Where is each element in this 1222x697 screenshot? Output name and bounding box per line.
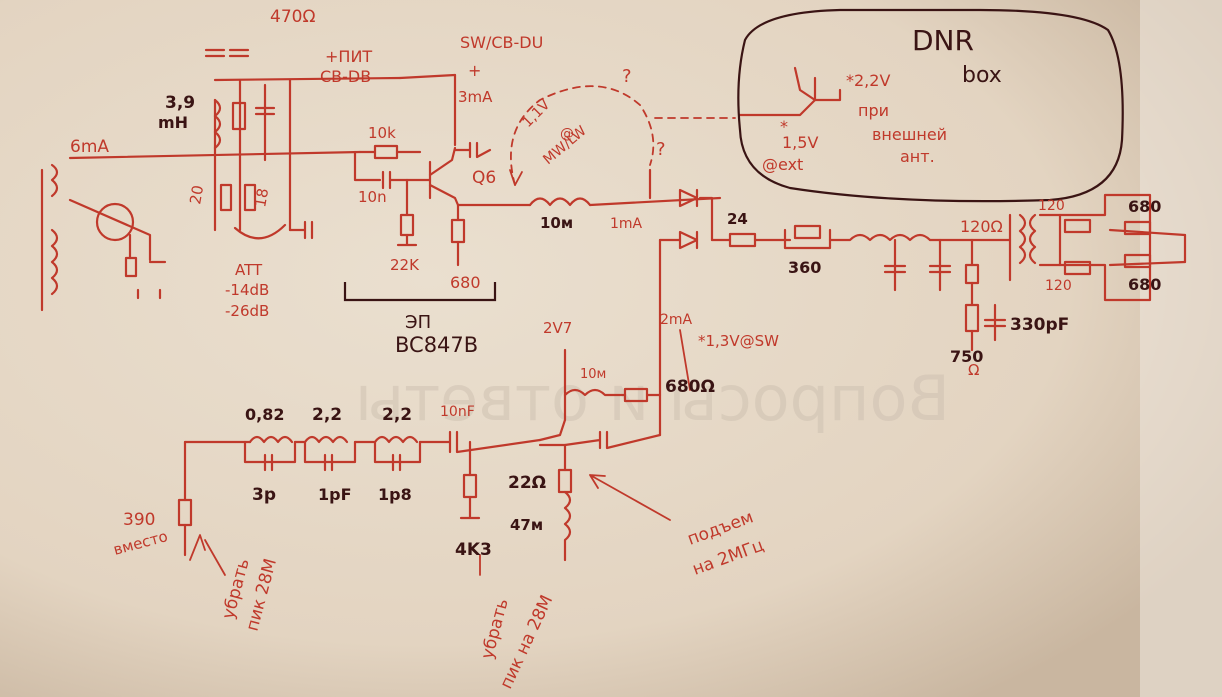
dnr-box-outline: [737, 8, 1124, 203]
label-r-360: 360: [788, 258, 821, 277]
label-pri: при: [858, 101, 889, 120]
label-r-18: 18: [251, 187, 272, 209]
label-ant: ант.: [900, 147, 935, 166]
ep-bracket: [343, 282, 497, 302]
label-r-750: 750: [950, 347, 983, 366]
label-l-22b: 2,2: [382, 405, 412, 425]
label-v-2v7: 2V7: [543, 319, 572, 337]
label-r-22k: 22K: [390, 256, 420, 274]
label-r-680ohm: 680Ω: [665, 377, 715, 397]
label-v-1-3: *1,3V@SW: [698, 332, 779, 350]
annotation-marks: [189, 85, 736, 576]
label-q6: Q6: [472, 168, 496, 188]
board-frame-edge: [1140, 0, 1222, 697]
label-l-mh: mH: [158, 113, 188, 132]
label-question-2: ?: [656, 139, 666, 160]
label-r-680c: 680: [1128, 275, 1161, 294]
label-l-10m2: 10м: [580, 367, 606, 382]
label-vneshnei: внешней: [872, 125, 947, 144]
dark-labels: 3,9 mH ЭП BC847B 10м 24 360 680 680 330p…: [158, 24, 1161, 560]
label-ep: ЭП: [405, 312, 431, 333]
label-dnr: DNR: [912, 24, 974, 57]
label-supply-cbdb: CB-DB: [320, 67, 371, 86]
label-c-10n: 10n: [358, 188, 387, 206]
label-l-082: 0,82: [245, 405, 284, 424]
label-l-3-9: 3,9: [165, 93, 195, 113]
label-c-3p: 3p: [252, 485, 276, 505]
label-box: box: [962, 63, 1002, 88]
label-ext: @ext: [762, 155, 803, 174]
label-r-120a: 120: [1038, 198, 1065, 214]
label-c-10nf: 10nF: [440, 404, 475, 420]
label-at: @: [560, 126, 574, 142]
label-v-1-5: 1,5V: [782, 133, 818, 152]
label-i-2ma: 2mA: [660, 312, 693, 328]
label-omega: Ω: [968, 361, 979, 379]
label-i-3ma: 3mA: [458, 88, 493, 106]
label-l-10m: 10м: [540, 214, 573, 232]
label-c-1p8: 1p8: [378, 485, 412, 504]
label-i-6ma: 6mA: [70, 137, 109, 157]
label-r-680a: 680: [450, 273, 481, 292]
label-swcbdu: SW/CB-DU: [460, 33, 543, 52]
label-r-22ohm: 22Ω: [508, 473, 546, 493]
label-r-24: 24: [727, 210, 748, 228]
label-r-680b: 680: [1128, 197, 1161, 216]
label-c-330: 330pF: [1010, 315, 1069, 335]
label-star: *: [780, 117, 788, 136]
label-r-390: 390: [123, 510, 155, 530]
label-supply-plus: +ПИТ: [325, 47, 372, 66]
label-i-1ma: 1mA: [610, 216, 643, 232]
label-l-22a: 2,2: [312, 405, 342, 425]
label-r-120: 120Ω: [960, 217, 1003, 236]
label-r-20: 20: [186, 184, 207, 206]
label-v-2-2: *2,2V: [846, 71, 890, 90]
label-att: ATT: [235, 261, 263, 279]
label-bc847: BC847B: [395, 333, 478, 357]
label-r-10k: 10k: [368, 124, 396, 142]
label-att-26: -26dB: [225, 302, 269, 320]
circuit-wiring: [40, 48, 1187, 562]
label-r-470: 470Ω: [270, 7, 315, 27]
label-question-1: ?: [622, 66, 632, 87]
label-r-120b: 120: [1045, 278, 1072, 294]
label-att-14: -14dB: [225, 281, 269, 299]
label-r-4k3: 4K3: [455, 540, 492, 560]
ghost-text: Вопросы и ответы: [355, 362, 950, 435]
label-c-1pf: 1pF: [318, 485, 352, 504]
label-plus: +: [468, 61, 481, 80]
label-l-47m: 47м: [510, 516, 543, 534]
